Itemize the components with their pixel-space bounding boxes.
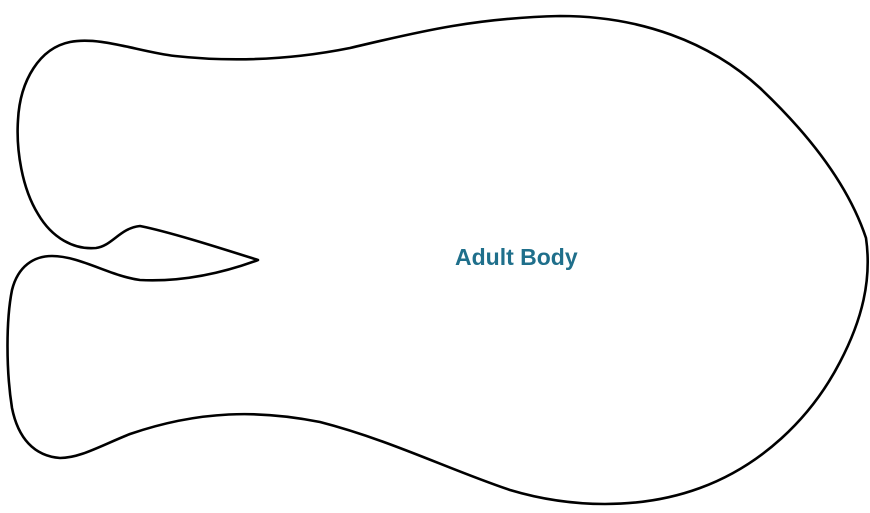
adult-body-outline <box>8 16 868 504</box>
adult-body-label: Adult Body <box>455 242 578 272</box>
